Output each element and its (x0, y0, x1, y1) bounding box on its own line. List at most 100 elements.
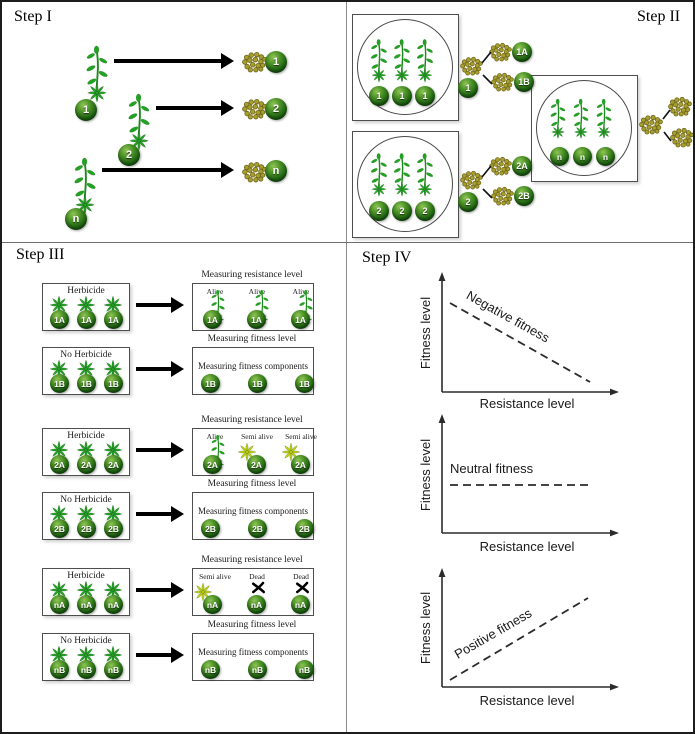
measurement-box: Alive Alive Alive 1A 1A 1A (192, 283, 314, 331)
seed-lot-ball: 1A (512, 42, 532, 62)
sample-ball: 1A (50, 310, 69, 329)
plant-id-ball: n (550, 147, 569, 166)
sample-ball: 2B (50, 519, 69, 538)
arrow-right-icon (136, 582, 184, 598)
step4-title: Step IV (362, 249, 412, 266)
treatment-label: No Herbicide (60, 350, 112, 360)
y-axis-label: Fitness level (418, 438, 433, 512)
seed-cluster-icon (488, 42, 512, 62)
treatment-box: No Herbicide 2B 2B 2B (42, 492, 130, 540)
population-circle (536, 80, 632, 176)
plant-icon (546, 93, 570, 143)
seed-cluster-icon (459, 170, 483, 190)
sample-ball: 1A (247, 310, 266, 329)
treatment-label: Herbicide (67, 571, 105, 581)
sample-ball: 1B (295, 374, 314, 393)
graph-negative-axes (438, 272, 619, 396)
measurement-box: Measuring fitness components 1B 1B 1B (192, 347, 314, 395)
sample-ball: nB (77, 660, 96, 679)
status-label: Semi alive (199, 572, 231, 581)
plant-icon (68, 154, 102, 216)
plant-id-ball: 1 (392, 86, 412, 106)
sample-ball: nA (77, 595, 96, 614)
sample-ball: 1B (248, 374, 267, 393)
dead-plant-icon (295, 580, 310, 595)
plant-id-ball: 2 (118, 144, 140, 166)
sample-ball: nB (50, 660, 69, 679)
sample-ball: 2A (203, 455, 222, 474)
seed-cluster-icon (241, 51, 267, 73)
x-axis-label: Resistance level (479, 539, 575, 554)
fitness-components-label: Measuring fitness components (198, 506, 308, 516)
x-axis-label: Resistance level (479, 693, 575, 708)
sample-ball: 2A (247, 455, 266, 474)
plant-id-ball: 2 (392, 201, 412, 221)
trend-line (449, 302, 591, 383)
y-axis-label: Fitness level (418, 296, 433, 370)
seed-cluster-icon (667, 96, 692, 117)
sample-ball: nA (247, 595, 266, 614)
treatment-box: No Herbicide 1B 1B 1B (42, 347, 130, 395)
measurement-box: Measuring fitness components 2B 2B 2B (192, 492, 314, 540)
sample-ball: 1B (201, 374, 220, 393)
treatment-box: No Herbicide nB nB nB (42, 633, 130, 681)
arrow-right-icon (156, 100, 234, 116)
plant-icon (569, 93, 593, 143)
sample-ball: 2B (295, 519, 314, 538)
sample-ball: nB (248, 660, 267, 679)
measurement-title: Measuring resistance level (201, 415, 303, 425)
treatment-label: No Herbicide (60, 495, 112, 505)
arrow-right-icon (136, 647, 184, 663)
sample-ball: 2B (201, 519, 220, 538)
population-circle (357, 19, 453, 115)
sample-ball: 1A (104, 310, 123, 329)
sample-ball: 2B (104, 519, 123, 538)
seed-lot-ball: 1B (514, 72, 534, 92)
status-label: Alive (292, 287, 310, 296)
plant-icon (122, 90, 156, 152)
status-label: Alive (206, 287, 224, 296)
sample-ball: nB (104, 660, 123, 679)
seed-cluster-icon (638, 114, 663, 135)
sample-ball: 2A (291, 455, 310, 474)
status-label: Alive (206, 432, 224, 441)
sample-ball: 1B (77, 374, 96, 393)
status-label: Dead (293, 572, 309, 581)
sample-ball: nB (295, 660, 314, 679)
treatment-label: No Herbicide (60, 636, 112, 646)
measurement-box: Semi alive Dead Dead nA nA nA (192, 568, 314, 616)
sample-ball: 1B (104, 374, 123, 393)
seed-cluster-icon (241, 161, 267, 183)
seed-cluster-icon (459, 56, 483, 76)
divider-vertical (346, 2, 347, 732)
sample-ball: nB (201, 660, 220, 679)
sample-ball: 1B (50, 374, 69, 393)
plant-icon (412, 33, 438, 87)
population-circle (357, 136, 453, 232)
plant-icon (80, 42, 114, 104)
sample-ball: 2A (50, 455, 69, 474)
seed-cluster-icon (241, 98, 267, 120)
plant-id-ball: 1 (75, 99, 97, 121)
plant-id-ball: 1 (369, 86, 389, 106)
measurement-title: Measuring fitness level (207, 620, 297, 630)
sample-ball: 1A (203, 310, 222, 329)
measurement-title: Measuring fitness level (207, 334, 297, 344)
status-label: Alive (248, 287, 266, 296)
trend-line-label: Neutral fitness (450, 461, 534, 476)
plant-icon (592, 93, 616, 143)
measurement-title: Measuring fitness level (207, 479, 297, 489)
treatment-box: Herbicide 2A 2A 2A (42, 428, 130, 476)
step1-title: Step I (14, 8, 52, 25)
measurement-title: Measuring resistance level (201, 270, 303, 280)
sample-ball: 2B (248, 519, 267, 538)
treatment-label: Herbicide (67, 431, 105, 441)
plant-id-ball: 1 (415, 86, 435, 106)
sample-ball: nA (104, 595, 123, 614)
arrow-right-icon (102, 162, 234, 178)
seed-lot-ball: 2A (512, 156, 532, 176)
seed-source-ball: 1 (458, 78, 478, 98)
seed-cluster-icon (488, 156, 512, 176)
population-box-1: 1 1 1 (352, 14, 459, 121)
